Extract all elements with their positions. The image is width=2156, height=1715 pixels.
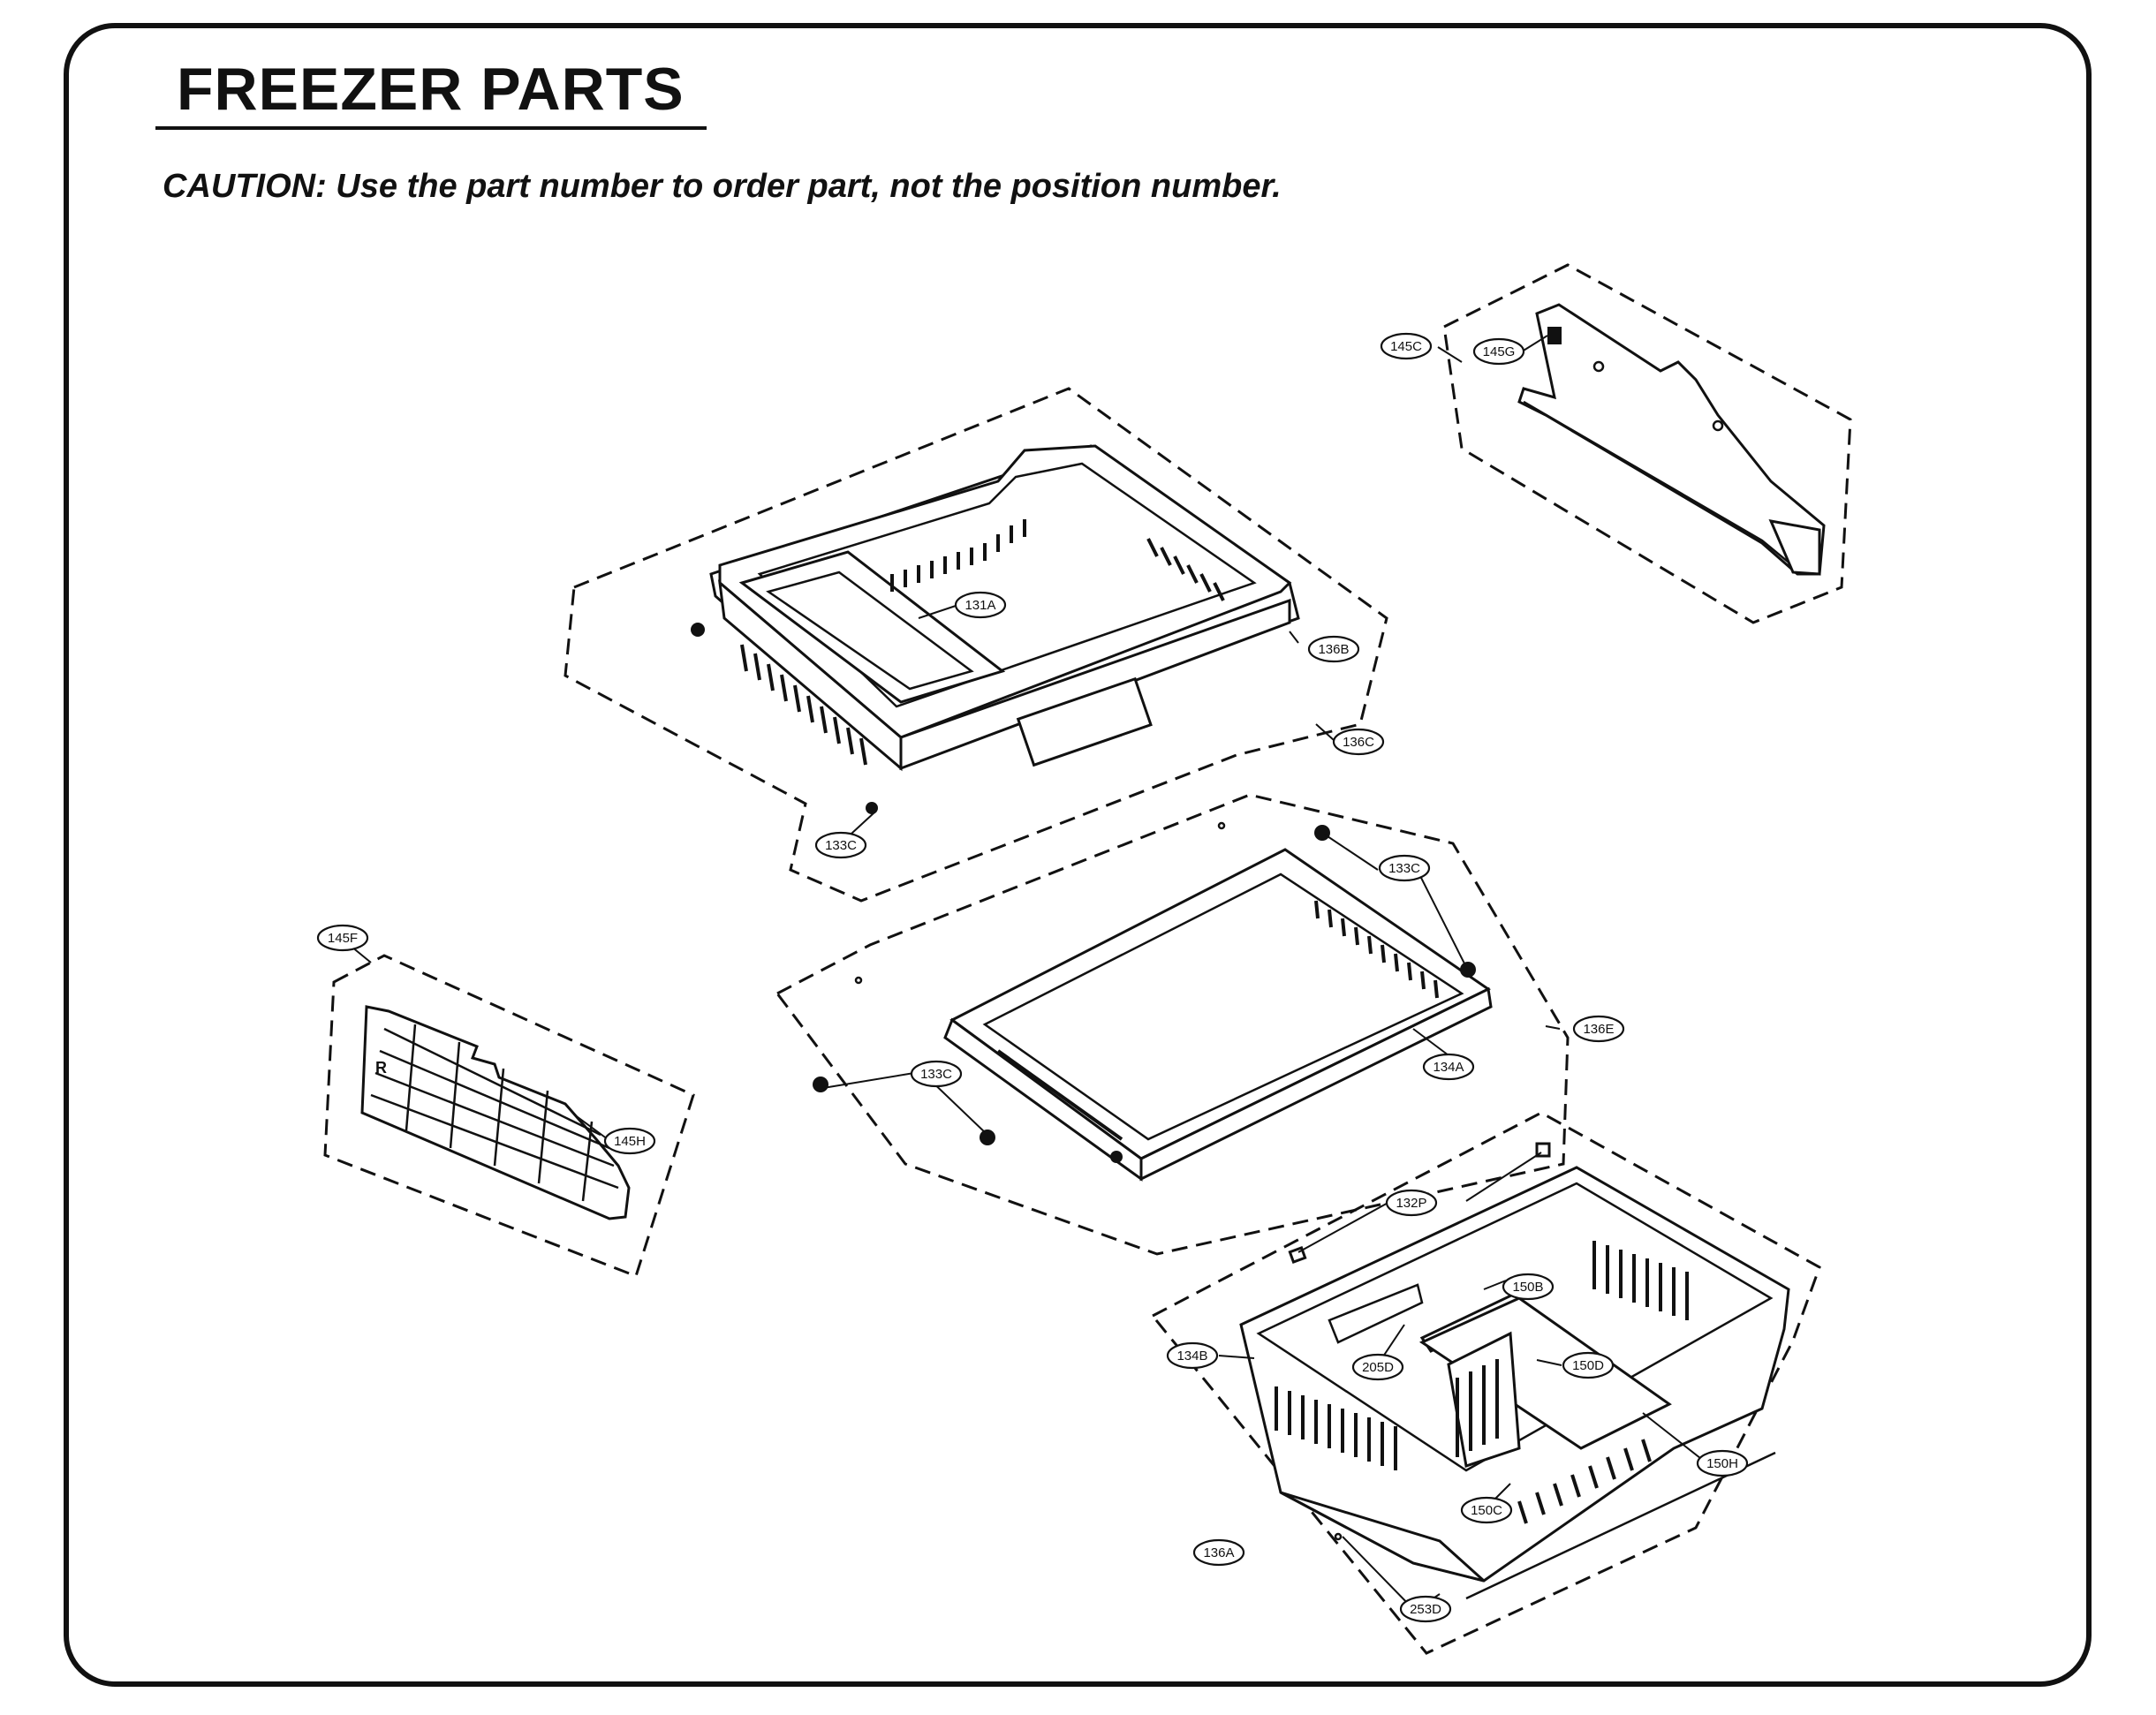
callout-136B: 136B [1307,635,1360,663]
callout-150D: 150D [1562,1351,1615,1379]
lower-basket-illustration [1239,1142,1790,1600]
callout-134B: 134B [1166,1341,1219,1370]
callout-145H: 145H [603,1127,656,1155]
group-boundary-lower-basket [1150,1111,1821,1655]
group-boundary-middle-tray [775,793,1570,1256]
callout-145F: 145F [316,924,369,952]
svg-text:132P: 132P [1396,1196,1426,1211]
upper-drawer-illustration [691,444,1300,814]
callout-133C-upper: 133C [814,831,867,859]
svg-text:136B: 136B [1318,642,1349,657]
leader-lines [351,335,1706,1610]
middle-tray-illustration [813,821,1493,1182]
title-underline [155,126,707,130]
svg-text:253D: 253D [1410,1602,1441,1617]
callout-136E: 136E [1572,1015,1625,1043]
svg-text:133C: 133C [1388,861,1420,876]
svg-text:136C: 136C [1343,735,1374,750]
svg-text:150D: 150D [1572,1358,1604,1373]
callout-131A: 131A [954,591,1007,619]
callout-133C-mid-right: 133C [1378,854,1431,882]
svg-text:145G: 145G [1483,344,1516,359]
group-boundary-left-rail [323,954,695,1278]
svg-text:150B: 150B [1512,1280,1543,1295]
svg-text:133C: 133C [825,838,857,853]
svg-text:136E: 136E [1583,1022,1614,1037]
callout-150H: 150H [1696,1449,1749,1477]
svg-text:134A: 134A [1433,1060,1464,1075]
group-boundary-right-rail [1442,263,1852,624]
group-boundary-upper-drawer [564,387,1388,903]
callout-150B: 150B [1502,1273,1555,1301]
callout-150C: 150C [1460,1496,1513,1524]
svg-text:131A: 131A [965,598,995,613]
page-title: FREEZER PARTS [177,56,685,123]
callout-132P: 132P [1385,1189,1438,1217]
diagram-frame [64,23,2092,1687]
caution-note: CAUTION: Use the part number to order pa… [163,168,1282,205]
svg-text:145C: 145C [1390,339,1422,354]
callout-134A: 134A [1422,1053,1475,1081]
callout-253D: 253D [1399,1595,1452,1623]
svg-text:134B: 134B [1176,1349,1207,1364]
svg-text:150H: 150H [1706,1456,1738,1471]
side-panel-letter: R [375,1059,387,1077]
left-side-rail-illustration: R [360,1005,631,1220]
svg-text:136A: 136A [1203,1545,1234,1560]
callout-133C-mid-left: 133C [910,1060,963,1088]
callout-136C: 136C [1332,728,1385,756]
svg-text:205D: 205D [1362,1360,1394,1375]
right-side-rail-illustration [1517,303,1826,576]
svg-text:133C: 133C [920,1067,952,1082]
svg-text:145H: 145H [614,1134,646,1149]
svg-text:145F: 145F [328,931,358,946]
svg-text:150C: 150C [1471,1503,1502,1518]
callout-145G: 145G [1472,337,1525,366]
callout-136A: 136A [1192,1538,1245,1567]
callout-205D: 205D [1351,1353,1404,1381]
callout-145C: 145C [1380,332,1433,360]
